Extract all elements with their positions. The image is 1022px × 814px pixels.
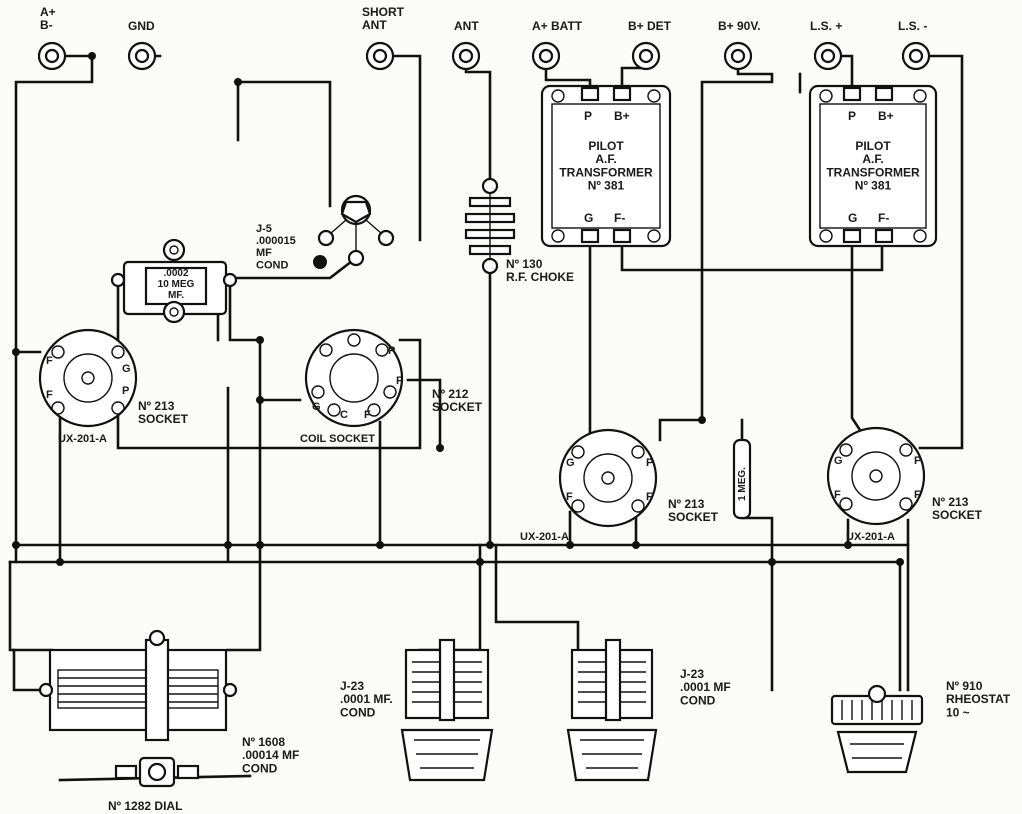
component-label: J-23.0001 MF.COND: [340, 679, 393, 719]
pin-label: F: [46, 389, 53, 401]
pin-label: P: [914, 455, 921, 467]
coil-socket: P F C F G COIL SOCKET: [300, 328, 404, 445]
tube-label: UX-201-A: [58, 433, 107, 445]
pin-label: C: [340, 409, 348, 421]
pin-label: G: [584, 211, 593, 225]
terminal-a-plus-b-minus: A+B-: [37, 5, 67, 71]
pin-label: P: [848, 109, 856, 123]
terminal-gnd: GND: [127, 19, 157, 71]
terminal-ls-minus: L.S. -: [898, 19, 931, 71]
terminal-ant: ANT: [451, 19, 481, 71]
pin-label: F: [46, 355, 53, 367]
tube-label: UX-201-A: [846, 531, 895, 543]
pin-label: P: [388, 345, 395, 357]
terminal-b-plus-90v: B+ 90V.: [718, 19, 761, 71]
terminal-b-plus-det: B+ DET: [628, 19, 672, 71]
pin-label: G: [312, 401, 321, 413]
terminal-label: B+ 90V.: [718, 19, 761, 33]
component-label: Nº 1282 DIAL: [108, 799, 182, 813]
pin-label: P: [122, 385, 129, 397]
socket-label: COIL SOCKET: [300, 433, 375, 445]
pin-label: B+: [614, 109, 630, 123]
junction-dots: [12, 52, 904, 566]
dial-1282: Nº 1282 DIAL: [58, 756, 252, 813]
j23-condenser-a: J-23.0001 MF.COND: [340, 638, 494, 782]
tube-label: UX-201-A: [520, 531, 569, 543]
pin-label: F: [646, 491, 653, 503]
pin-label: F-: [614, 211, 625, 225]
pin-label: F: [396, 375, 403, 387]
terminal-label: GND: [128, 19, 155, 33]
pin-label: P: [584, 109, 592, 123]
pin-label: F: [566, 491, 573, 503]
terminal-label: B+ DET: [628, 19, 672, 33]
terminal-label: L.S. +: [810, 19, 842, 33]
pin-label: F-: [878, 211, 889, 225]
pin-label: F: [834, 489, 841, 501]
component-label: 1 MEG.: [737, 467, 748, 501]
pin-label: G: [848, 211, 857, 225]
terminal-label: ANT: [454, 19, 479, 33]
pin-label: P: [646, 457, 653, 469]
pin-label: B+: [878, 109, 894, 123]
pin-label: G: [122, 363, 131, 375]
terminal-label: L.S. -: [898, 19, 927, 33]
pin-label: F: [914, 489, 921, 501]
terminal-ls-plus: L.S. +: [810, 19, 842, 71]
pin-label: F: [364, 409, 371, 421]
terminal-a-plus-batt: A+ BATT: [531, 19, 583, 71]
resistor-1meg: 1 MEG.: [732, 438, 752, 520]
pin-label: G: [834, 455, 843, 467]
terminal-label: A+B-: [40, 5, 56, 32]
pin-label: G: [566, 457, 575, 469]
terminal-label: A+ BATT: [532, 19, 583, 33]
